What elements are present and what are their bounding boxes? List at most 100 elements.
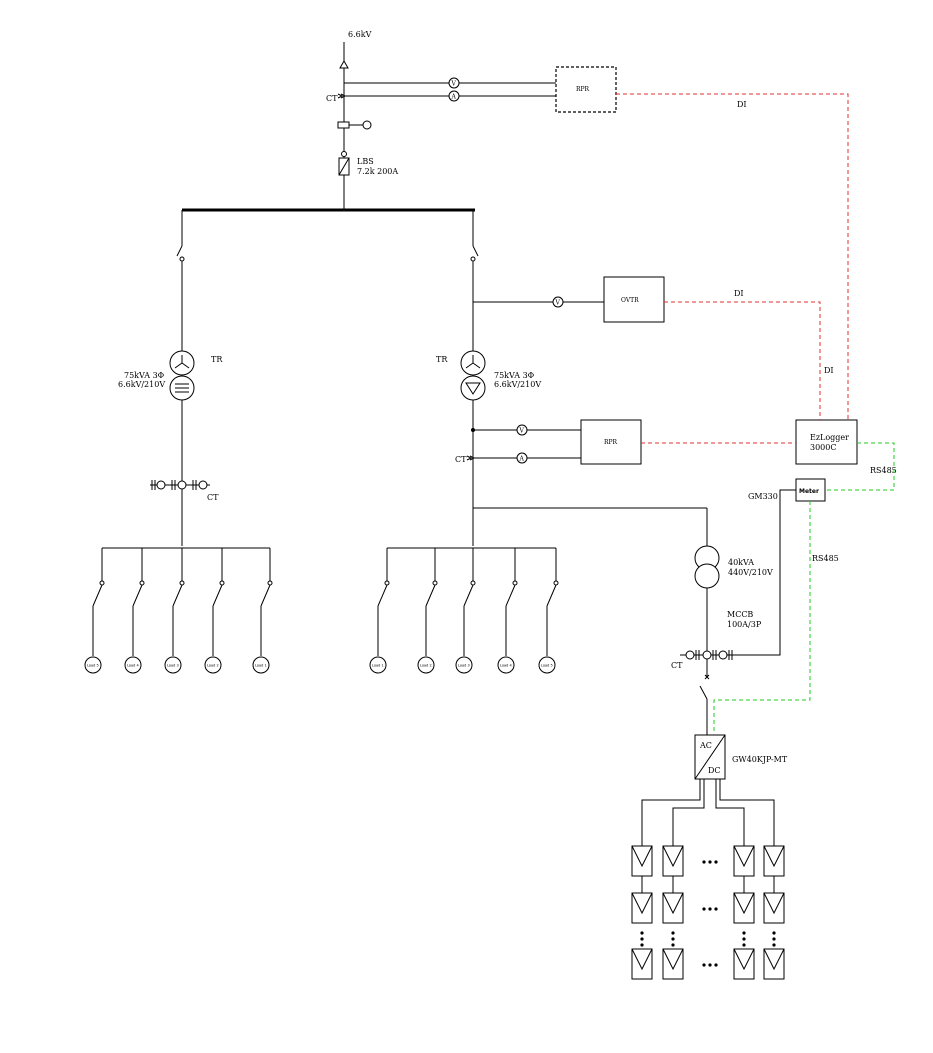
ellipsis-dot-icon xyxy=(671,937,675,941)
ellipsis-dot-icon xyxy=(671,931,675,935)
feeder-switch-icon xyxy=(92,584,103,607)
feeder-switch-icon xyxy=(463,584,474,607)
feeder-contact-icon xyxy=(99,580,105,586)
right-disconnector-icon xyxy=(472,245,479,257)
right-feeder: Load 1 xyxy=(369,548,390,674)
feeder-switch-icon xyxy=(132,584,143,607)
right-voltmeter-letter: V xyxy=(519,428,525,435)
top-rpr-box xyxy=(555,66,617,113)
ellipsis-dot-icon xyxy=(742,931,746,935)
ezlogger-box xyxy=(795,419,858,465)
solar-panel-icon xyxy=(662,948,684,980)
solar-panel-icon xyxy=(631,892,653,924)
right-tr-rating-2: 6.6kV/210V xyxy=(494,380,541,389)
ellipsis-dot-icon xyxy=(742,937,746,941)
ellipsis-dot-icon xyxy=(714,907,718,911)
rs485-label-1: RS485 xyxy=(870,466,897,475)
solar-panel-icon xyxy=(733,845,755,877)
ellipsis-dot-icon xyxy=(702,907,706,911)
left-switch-contact-icon xyxy=(179,256,185,262)
right-rpr-box xyxy=(580,419,642,465)
left-tr-rating-1: 75kVA 3Φ xyxy=(124,371,165,380)
inverter-dc-label: DC xyxy=(708,766,721,775)
feeder-switch-icon xyxy=(546,584,557,607)
left-tr-rating-2: 6.6kV/210V xyxy=(118,380,165,389)
lbs-label: LBS xyxy=(357,157,374,166)
right-transformer-secondary-icon xyxy=(460,375,486,401)
solar-panel-icon xyxy=(733,948,755,980)
right-feeder: Load 4 xyxy=(497,548,518,674)
left-feeder: Load 1 xyxy=(252,548,273,674)
right-ammeter-icon xyxy=(516,452,528,464)
left-feeder: Load 3 xyxy=(164,548,185,674)
mccb-label-2: 100A/3P xyxy=(727,620,762,629)
left-ct-label: CT xyxy=(207,493,219,502)
right-ct-icon xyxy=(466,455,476,461)
feeder-switch-icon xyxy=(172,584,183,607)
inverter-model-label: GW40KJP-MT xyxy=(732,755,788,764)
left-feeder: Load 2 xyxy=(204,548,225,674)
feeder-contact-icon xyxy=(267,580,273,586)
load-icon xyxy=(252,656,270,674)
load-label: Load 1 xyxy=(255,664,267,668)
ezlogger-label-1: EzLogger xyxy=(810,433,849,442)
inverter-ac-label: AC xyxy=(699,741,712,750)
pv-transformer-secondary-icon xyxy=(694,563,720,589)
ovtr-voltmeter-letter: V xyxy=(555,300,561,307)
top-di-label: DI xyxy=(737,100,747,109)
incoming-feeder: 6.6kV V A CT RPR LBS 7.2k 200A xyxy=(326,30,617,210)
feeder-contact-icon xyxy=(384,580,390,586)
right-tr-rating-1: 75kVA 3Φ xyxy=(494,371,535,380)
right-voltmeter-icon xyxy=(516,424,528,436)
load-icon xyxy=(204,656,222,674)
right-rpr-label: RPR xyxy=(604,439,618,446)
ezlogger-label-2: 3000C xyxy=(810,443,836,452)
ellipsis-dot-icon xyxy=(671,943,675,947)
feeder-contact-icon xyxy=(432,580,438,586)
load-label: Load 2 xyxy=(207,664,219,668)
right-feeder: Load 3 xyxy=(455,548,476,674)
load-icon xyxy=(417,656,435,674)
ovtr-box xyxy=(603,276,665,323)
meter-label: Meter xyxy=(799,488,819,495)
ellipsis-dot-icon xyxy=(714,963,718,967)
load-label: Load 1 xyxy=(372,664,384,668)
right-branch: V OVTR TR 75kVA 3Φ 6.6kV/210V V A CT RPR… xyxy=(369,210,708,674)
left-feeder: Load 4 xyxy=(124,548,145,674)
left-ct-icon xyxy=(150,480,210,490)
ellipsis-dot-icon xyxy=(640,937,644,941)
load-label: Load 5 xyxy=(87,664,99,668)
ellipsis-dot-icon xyxy=(640,931,644,935)
solar-panel-icon xyxy=(662,845,684,877)
solar-panel-icon xyxy=(763,948,785,980)
pv-section: 40kVA 440V/210V MCCB 100A/3P CT AC DC GW… xyxy=(631,545,788,980)
voltmeter-letter: V xyxy=(451,81,457,88)
ammeter-letter: A xyxy=(451,94,457,101)
rs485-label-2: RS485 xyxy=(812,554,839,563)
ovtr-di-line xyxy=(664,301,821,420)
load-label: Load 3 xyxy=(167,664,179,668)
load-label: Load 5 xyxy=(541,664,553,668)
lbs-contact-icon xyxy=(341,151,347,157)
solar-panel-icon xyxy=(662,892,684,924)
feeder-contact-icon xyxy=(139,580,145,586)
solar-panel-icon xyxy=(733,892,755,924)
pv-transformer-rating-2: 440V/210V xyxy=(728,568,773,577)
voltmeter-icon xyxy=(448,77,460,89)
lbs-rating: 7.2k 200A xyxy=(357,167,398,176)
ellipsis-dot-icon xyxy=(714,860,718,864)
pv-breaker-x-icon xyxy=(704,674,710,680)
pv-ct-label: CT xyxy=(671,661,683,670)
relay-block-icon xyxy=(337,121,350,129)
ellipsis-dot-icon xyxy=(772,943,776,947)
feeder-contact-icon xyxy=(219,580,225,586)
feeder-switch-icon xyxy=(377,584,388,607)
ammeter-icon xyxy=(448,90,460,102)
rs485-meter-inverter-line xyxy=(713,501,811,733)
meter-model-label: GM330 xyxy=(748,492,778,501)
right-ct-label: CT xyxy=(455,455,467,464)
mccb-label-1: MCCB xyxy=(727,610,753,619)
pv-switch-icon xyxy=(699,685,708,700)
